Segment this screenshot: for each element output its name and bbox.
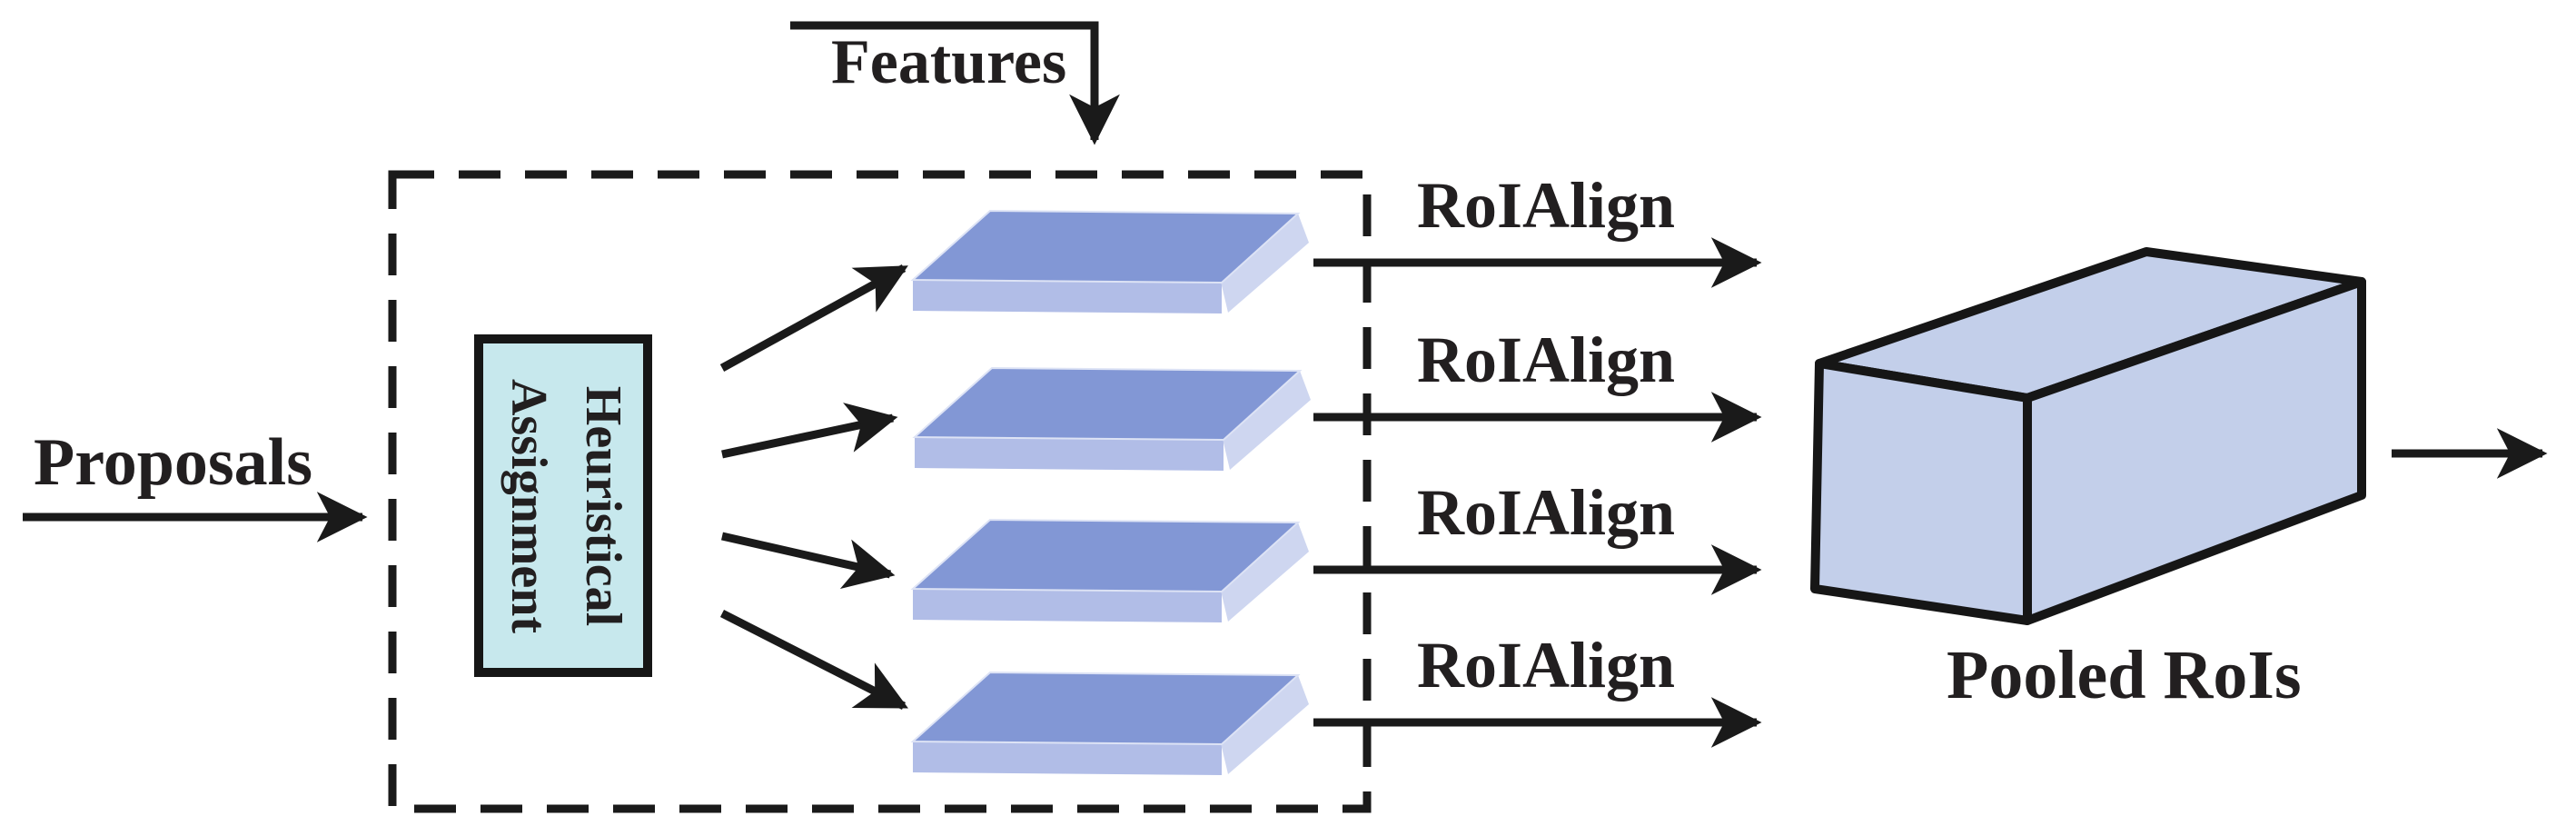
- slab-side-face: [1221, 522, 1309, 622]
- slab-top-face: [910, 671, 1301, 746]
- slab-side-face: [1221, 675, 1309, 774]
- features-arrow: [790, 21, 1120, 145]
- slab-top-face: [910, 209, 1301, 284]
- slab-top-face: [912, 366, 1303, 442]
- assignment-arrow-4: [719, 609, 908, 711]
- heuristical-assignment-label: Heuristical Assignment: [486, 352, 640, 661]
- heuristical-assignment-line1: Heuristical: [575, 385, 631, 627]
- proposals-label: Proposals: [34, 425, 313, 500]
- heuristical-assignment-line2: Assignment: [500, 378, 557, 634]
- feature-map-slab-1: [910, 209, 1309, 314]
- slab-front-face: [913, 280, 1222, 314]
- pooled-rois-cuboid: [1810, 247, 2366, 625]
- slab-front-face: [913, 589, 1222, 622]
- heuristical-assignment-box: [474, 334, 652, 677]
- slab-front-face: [915, 437, 1224, 471]
- cuboid-right-face: [2023, 277, 2366, 625]
- features-label: Features: [831, 27, 1067, 97]
- slab-front-face: [913, 741, 1222, 775]
- assignment-arrow-2: [721, 403, 898, 459]
- feature-map-slab-3: [910, 518, 1309, 622]
- roialign-label-3: RoIAlign: [1417, 476, 1676, 549]
- slab-side-face: [1223, 371, 1311, 470]
- slab-side-face: [1221, 214, 1309, 313]
- slab-top-face: [910, 518, 1301, 593]
- feature-map-slab-2: [912, 366, 1311, 471]
- roialign-label-1: RoIAlign: [1417, 169, 1676, 242]
- feature-map-slab-4: [910, 671, 1309, 775]
- feature-pyramid-dashed-box: [388, 170, 1372, 813]
- pooled-rois-label: Pooled RoIs: [1947, 637, 2302, 713]
- roialign-label-2: RoIAlign: [1417, 323, 1676, 396]
- assignment-arrow-3: [721, 532, 896, 590]
- assignment-arrow-1: [719, 264, 908, 372]
- cuboid-left-face: [1810, 359, 2032, 625]
- roialign-label-4: RoIAlign: [1417, 629, 1676, 702]
